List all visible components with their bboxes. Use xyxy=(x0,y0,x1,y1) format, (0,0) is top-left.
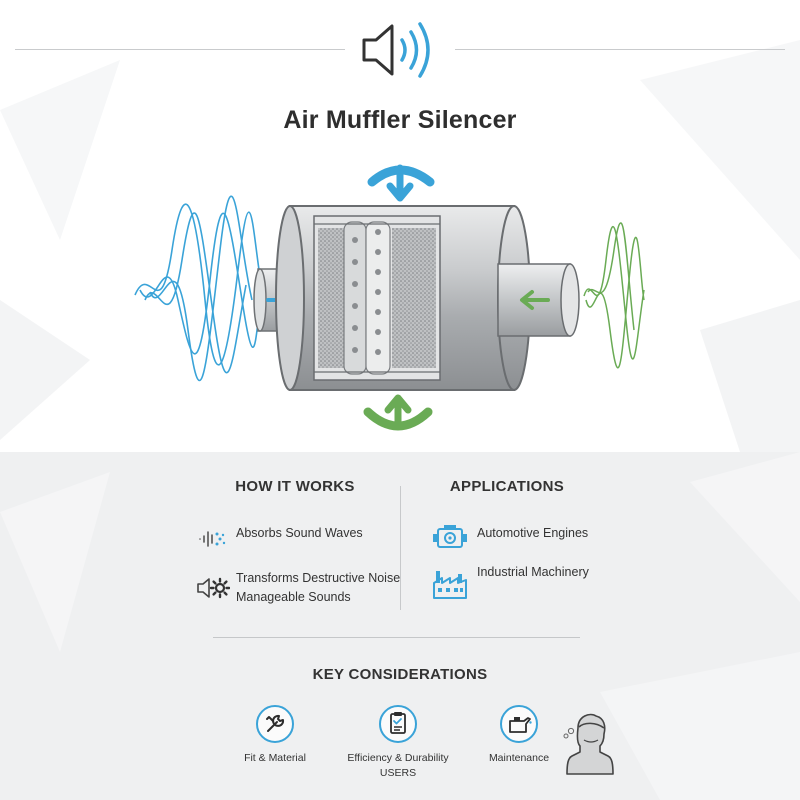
key-considerations-rule xyxy=(213,637,580,638)
transforms-noise-label: Transforms Destructive Noise Manageable … xyxy=(236,569,400,607)
wrench-icon xyxy=(256,705,294,743)
top-flow-arrow-icon xyxy=(367,164,435,202)
efficiency-durability-caption: Efficiency & Durability USERS xyxy=(336,751,460,781)
industrial-machinery-label: Industrial Machinery xyxy=(477,565,589,579)
diagram-area: Air Muffler Silencer xyxy=(0,22,800,452)
efficiency-durability-line2: USERS xyxy=(379,767,417,779)
header-rule-left xyxy=(15,49,345,50)
incoming-sound-wave xyxy=(134,195,263,382)
clipboard-check-icon xyxy=(379,705,417,743)
factory-icon xyxy=(433,571,467,599)
transforms-noise-line1: Transforms Destructive Noise xyxy=(236,571,401,585)
sound-wave-icon xyxy=(199,531,226,547)
page-title: Air Muffler Silencer xyxy=(283,106,517,134)
transforms-noise-line2: Manageable Sounds xyxy=(236,590,351,604)
user-avatar-icon xyxy=(563,713,614,775)
bottom-flow-arrow-icon xyxy=(363,394,433,431)
background-pattern xyxy=(0,300,800,452)
oil-can-icon xyxy=(500,705,538,743)
automotive-engines-label: Automotive Engines xyxy=(477,526,589,540)
section-divider xyxy=(400,486,401,610)
reduced-sound-wave xyxy=(583,222,645,369)
absorbs-sound-label: Absorbs Sound Waves xyxy=(236,526,363,540)
panel-background-pattern xyxy=(0,452,800,800)
key-considerations-heading: KEY CONSIDERATIONS xyxy=(312,666,488,683)
outlet-arrow-icon xyxy=(520,290,550,310)
speaker-sound-icon xyxy=(362,22,430,78)
maintenance-caption: Maintenance xyxy=(488,752,550,764)
speaker-gear-icon xyxy=(197,577,230,599)
muffler-illustration xyxy=(134,164,645,431)
applications-heading: APPLICATIONS xyxy=(449,478,565,495)
efficiency-durability-line1: Efficiency & Durability xyxy=(347,752,449,764)
how-it-works-heading: HOW IT WORKS xyxy=(235,478,355,495)
header-rule-right xyxy=(455,49,785,50)
fit-material-caption: Fit & Material xyxy=(244,752,306,764)
engine-icon xyxy=(433,525,467,548)
